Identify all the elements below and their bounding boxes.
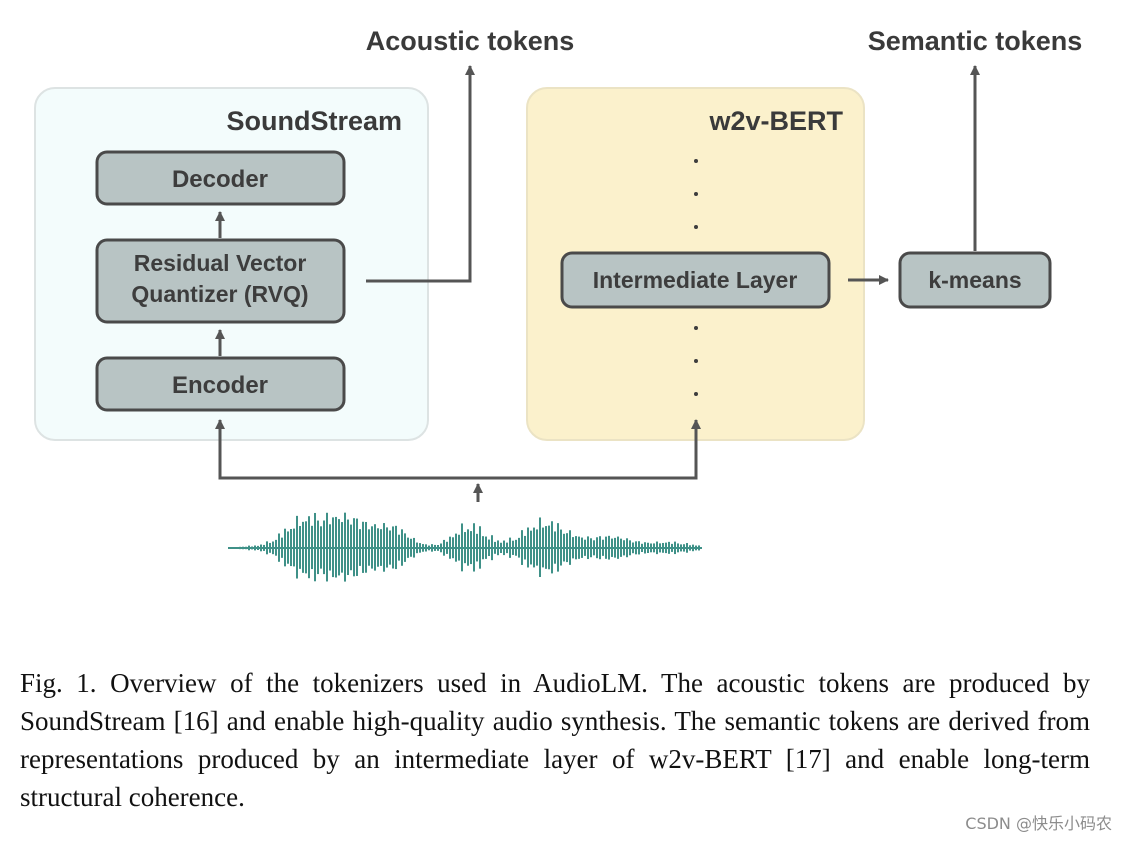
intermediate-layer-block: Intermediate Layer	[560, 251, 831, 309]
soundstream-title: SoundStream	[226, 106, 402, 136]
watermark: CSDN @快乐小码农	[965, 814, 1112, 833]
semantic-tokens-label: Semantic tokens	[868, 26, 1083, 56]
tokenizer-diagram: Acoustic tokens Semantic tokens SoundStr…	[34, 26, 1083, 582]
rvq-block: Residual Vector Quantizer (RVQ)	[95, 238, 346, 324]
decoder-label: Decoder	[172, 166, 268, 193]
ellipsis-dots-lower	[694, 326, 698, 396]
arrow-audio-to-soundstream	[215, 419, 478, 480]
ellipsis-dots-upper	[694, 159, 698, 229]
kmeans-block: k-means	[898, 251, 1052, 309]
arrow-rvq-to-acoustic-tokens	[366, 65, 475, 283]
encoder-block: Encoder	[95, 356, 346, 412]
acoustic-tokens-label: Acoustic tokens	[366, 26, 575, 56]
waveform-icon	[228, 512, 702, 582]
arrow-icon	[215, 65, 980, 502]
decoder-block: Decoder	[95, 150, 346, 206]
rvq-label-line1: Residual Vector	[134, 250, 307, 276]
intermediate-layer-label: Intermediate Layer	[593, 267, 798, 293]
w2v-bert-title: w2v-BERT	[708, 106, 843, 136]
kmeans-label: k-means	[928, 267, 1021, 293]
figure-caption: Fig. 1. Overview of the tokenizers used …	[20, 668, 1090, 812]
encoder-label: Encoder	[172, 372, 268, 399]
rvq-label-line2: Quantizer (RVQ)	[131, 281, 308, 307]
arrow-audio-to-w2v-bert	[478, 419, 701, 480]
